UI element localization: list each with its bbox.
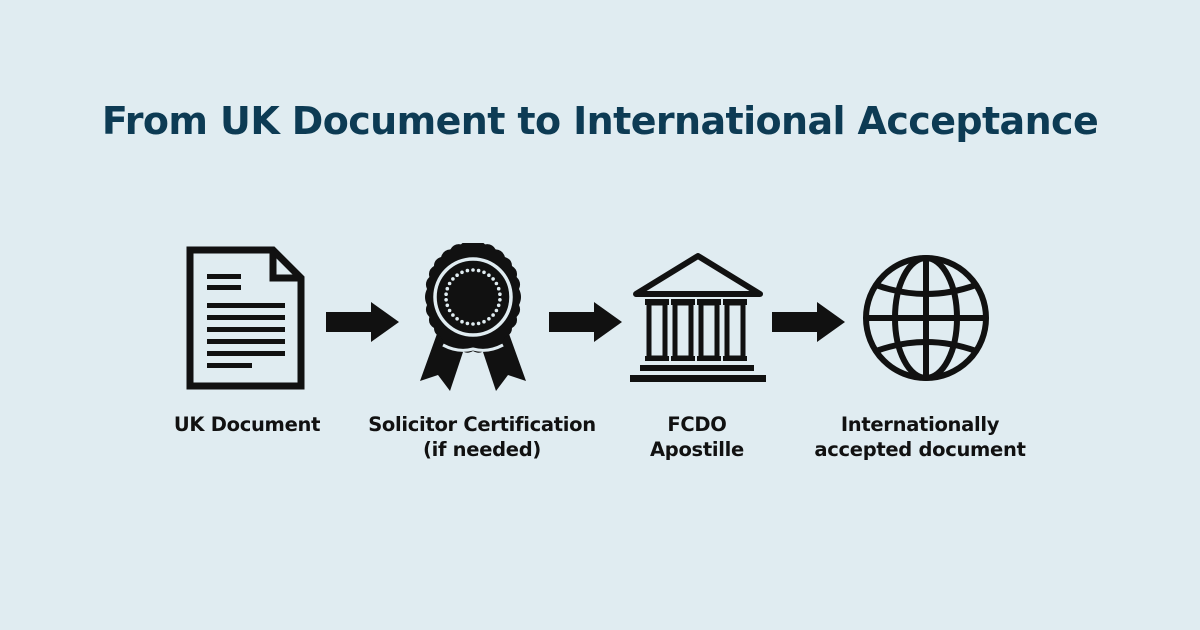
globe-icon	[861, 253, 991, 387]
step-label-uk-document: UK Document	[173, 413, 321, 436]
award-seal-icon	[416, 241, 530, 397]
step-label-solicitor-certification: Solicitor Certification (if needed)	[368, 413, 596, 461]
arrow-right-icon	[326, 302, 400, 346]
step-label-internationally-accepted: Internationally accepted document	[814, 413, 1026, 461]
government-building-icon	[628, 251, 768, 389]
document-icon	[185, 245, 307, 395]
arrow-right-icon	[772, 302, 846, 346]
arrow-right-icon	[549, 302, 623, 346]
diagram-title: From UK Document to International Accept…	[101, 99, 1099, 143]
step-label-fcdo-apostille: FCDO Apostille	[650, 413, 744, 461]
